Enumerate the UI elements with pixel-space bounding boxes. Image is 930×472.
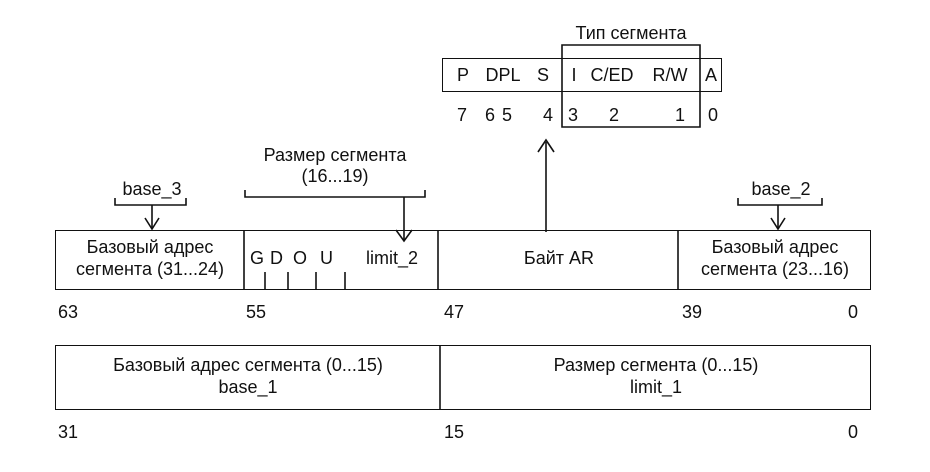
ar-byte-label: Байт AR (523, 248, 595, 268)
segment-type-frame (561, 92, 701, 128)
base-mid-label-2: сегмента (23...16) (701, 259, 849, 279)
bit-63: 63 (58, 302, 79, 322)
bit-39: 39 (682, 302, 703, 322)
base-high-label-2: сегмента (31...24) (76, 259, 224, 279)
field-i: I (571, 65, 577, 85)
ar-bit-6: 6 (484, 105, 495, 125)
base-mid-label-1: Базовый адрес (711, 237, 839, 257)
base-low-label-1: Базовый адрес сегмента (0...15) (113, 355, 383, 375)
limit-2-label: limit_2 (366, 248, 419, 268)
bit-0-lower: 0 (848, 422, 859, 442)
base-low-label-2: base_1 (218, 377, 278, 397)
size-high-bracket (244, 190, 426, 198)
bit-55: 55 (246, 302, 267, 322)
upper-dword-box (55, 230, 871, 290)
ar-bit-0: 0 (707, 105, 718, 125)
base-2-bracket (737, 198, 823, 206)
segment-type-bracket (561, 44, 701, 58)
limit-low-label-2: limit_1 (629, 377, 682, 397)
flag-o: O (293, 248, 308, 268)
field-r-w: R/W (652, 65, 688, 85)
size-high-title: Размер сегмента (263, 145, 407, 165)
bit-47: 47 (444, 302, 465, 322)
ar-bit-7: 7 (456, 105, 467, 125)
field-dpl: DPL (485, 65, 521, 85)
ar-bit-3: 3 (567, 105, 578, 125)
base-3-tag: base_3 (122, 179, 182, 199)
flag-g: G (250, 248, 265, 268)
field-s: S (536, 65, 549, 85)
lower-dword-box (55, 345, 871, 410)
base-high-label-1: Базовый адрес (86, 237, 214, 257)
flag-d: D (270, 248, 283, 268)
ar-byte-box (442, 58, 722, 92)
ar-bit-5: 5 (501, 105, 512, 125)
field-p: P (456, 65, 469, 85)
ar-bit-2: 2 (608, 105, 619, 125)
bit-15: 15 (444, 422, 465, 442)
field-c-ed: C/ED (590, 65, 634, 85)
ar-bit-4: 4 (542, 105, 553, 125)
bit-31: 31 (58, 422, 79, 442)
flag-u: U (320, 248, 333, 268)
base-3-bracket (114, 198, 187, 206)
bit-0-upper: 0 (848, 302, 859, 322)
ar-bit-1: 1 (674, 105, 685, 125)
size-high-range: (16...19) (301, 166, 369, 186)
field-a: A (704, 65, 717, 85)
segment-type-title: Тип сегмента (575, 23, 687, 43)
base-2-tag: base_2 (751, 179, 811, 199)
limit-low-label-1: Размер сегмента (0...15) (553, 355, 759, 375)
